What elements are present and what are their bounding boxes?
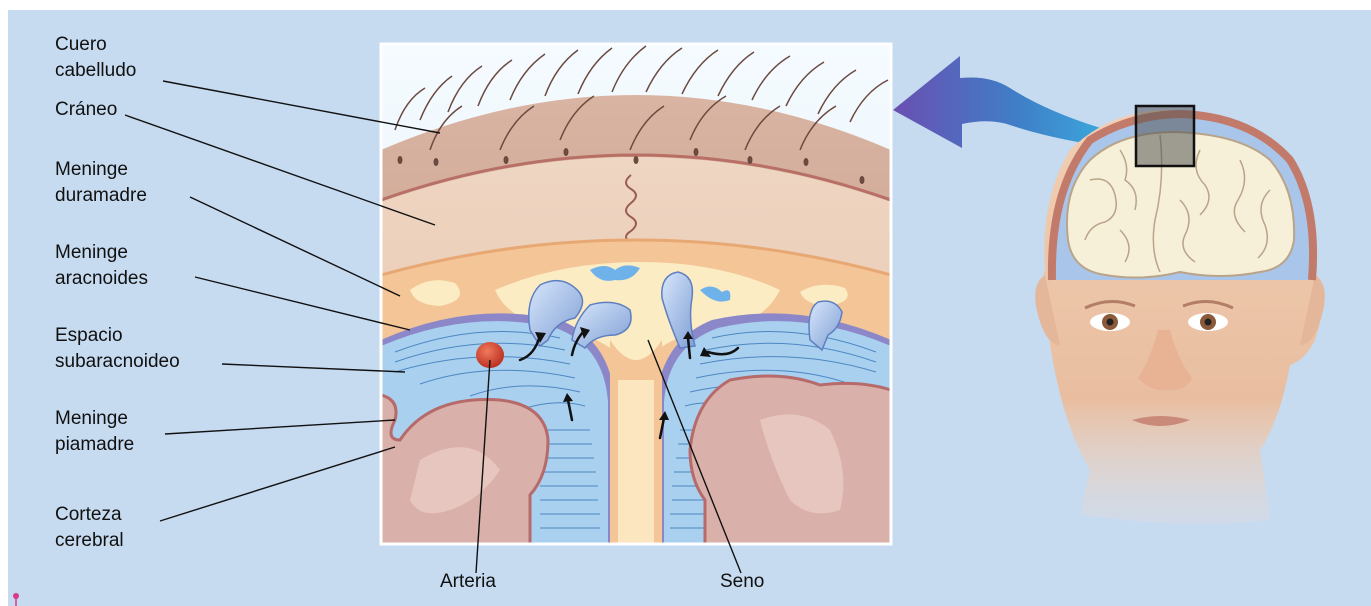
label-arachnoid: Meninge aracnoides bbox=[55, 240, 148, 292]
label-arachnoid-line1: Meninge bbox=[55, 240, 148, 266]
label-skull: Cráneo bbox=[55, 97, 117, 123]
head-illustration bbox=[1035, 106, 1325, 524]
label-cortex-line2: cerebral bbox=[55, 528, 124, 554]
label-subarachnoid-line2: subaracnoideo bbox=[55, 349, 180, 375]
label-subarachnoid: Espacio subaracnoideo bbox=[55, 323, 180, 375]
cross-section-panel bbox=[381, 44, 891, 544]
label-pia-line1: Meninge bbox=[55, 406, 134, 432]
label-dura-line2: duramadre bbox=[55, 183, 147, 209]
label-artery: Arteria bbox=[440, 569, 496, 595]
label-arachnoid-line2: aracnoides bbox=[55, 266, 148, 292]
label-dura: Meninge duramadre bbox=[55, 157, 147, 209]
label-sinus: Seno bbox=[720, 569, 764, 595]
label-subarachnoid-line1: Espacio bbox=[55, 323, 180, 349]
label-scalp: Cuero cabelludo bbox=[55, 32, 136, 84]
label-scalp-line2: cabelludo bbox=[55, 58, 136, 84]
label-scalp-line1: Cuero bbox=[55, 32, 136, 58]
pink-marker bbox=[13, 593, 19, 606]
label-cortex-line1: Corteza bbox=[55, 502, 124, 528]
label-dura-line1: Meninge bbox=[55, 157, 147, 183]
label-pia-line2: piamadre bbox=[55, 432, 134, 458]
label-cortex: Corteza cerebral bbox=[55, 502, 124, 554]
label-pia: Meninge piamadre bbox=[55, 406, 134, 458]
